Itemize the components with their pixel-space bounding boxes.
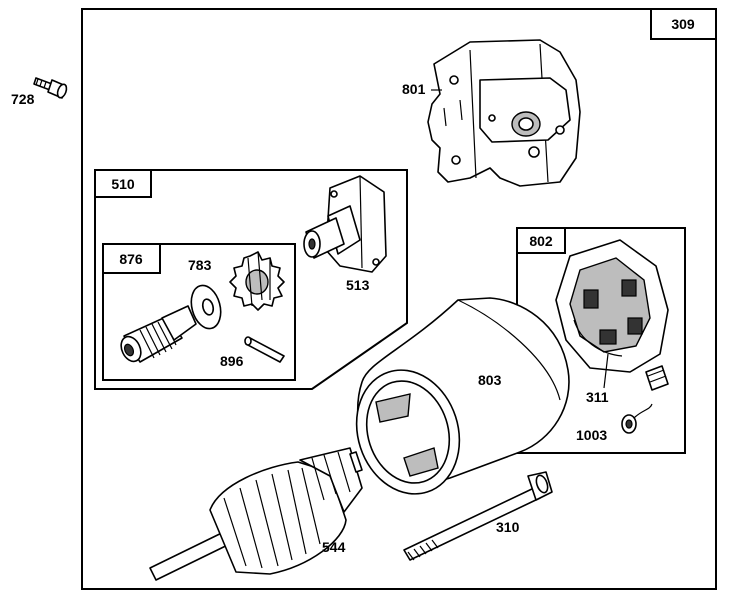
- bracket-801-drawing: [427, 39, 581, 187]
- roll-pin-drawing: [244, 336, 285, 363]
- spring-drawing: [621, 403, 653, 434]
- part-label-1003: 1003: [576, 427, 607, 443]
- part-label-728: 728: [11, 91, 35, 107]
- end-cap-513-drawing: [303, 175, 387, 273]
- part-label-513: 513: [346, 277, 370, 293]
- gear-783-drawing: [229, 251, 285, 311]
- drive-sub-box: 876: [102, 243, 296, 381]
- bolt-728-drawing: [33, 77, 68, 99]
- kit-label-510: 510: [111, 176, 135, 192]
- washer-drawing: [190, 284, 222, 330]
- housing-803-drawing: [355, 297, 570, 495]
- part-label-801: 801: [402, 81, 426, 97]
- part-label-896: 896: [220, 353, 244, 369]
- armature-544-drawing: [149, 447, 363, 581]
- part-label-544: 544: [322, 539, 346, 555]
- part-label-803: 803: [478, 372, 502, 388]
- brush-plate-drawing: [555, 239, 669, 391]
- diagram-frame: [81, 8, 717, 590]
- drive-kit-box: 510: [94, 169, 408, 390]
- part-label-783: 783: [188, 257, 212, 273]
- part-label-311: 311: [586, 389, 609, 405]
- part-label-310: 310: [496, 519, 520, 535]
- assembly-number-box: 309: [650, 8, 717, 40]
- kit-label-876: 876: [119, 251, 143, 267]
- drive-876-drawing: [120, 305, 197, 363]
- assembly-number: 309: [671, 16, 695, 32]
- kit-label-802: 802: [529, 233, 553, 249]
- through-bolt-drawing: [403, 471, 553, 561]
